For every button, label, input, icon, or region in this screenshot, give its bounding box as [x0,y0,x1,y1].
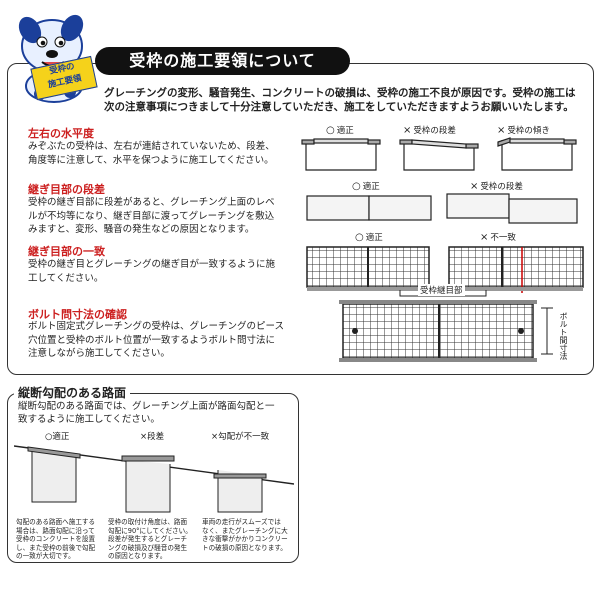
section-line: 受枠の継ぎ目部に段差があると、グレーチング上面のレベ [28,197,275,208]
section-body-joint-match: 受枠の継ぎ目とグレーチングの継ぎ目が一致するように施 工してください。 [28,258,318,285]
label-slope-mismatch: ×勾配が不一致 [211,432,270,442]
section-heading-joint-step: 継ぎ目部の段差 [28,183,105,196]
label-joint-ok: ○適正 [352,181,380,192]
slope-mismatch [213,470,267,513]
label-level-tilt: ×受枠の傾き [497,125,550,136]
channel-section-ok [301,138,381,171]
caption-slope-mismatch: 車両の走行がスムーズではなく、またグレーチングに大きな衝撃がかかりコンクリートの… [202,518,288,552]
label-joint-step: ×受枠の段差 [470,181,523,192]
section-heading-bolt-pitch: ボルト問寸法の確認 [28,308,127,321]
bottom-text: 縦断勾配のある路面では、グレーチング上面が路面勾配と一 致するように施工してくだ… [18,400,290,426]
intro-text: グレーチングの変形、騒音発生、コンクリートの破損は、受枠の施工不良が原因です。受… [104,86,584,114]
section-line: 受枠の継ぎ目とグレーチングの継ぎ目が一致するように施 [28,259,276,270]
section-line: 角度等に注意して、水平を保つように施工してください。 [28,154,274,166]
label-match-ng: ×不一致 [480,232,516,243]
label-level-ok: ○適正 [326,125,354,136]
section-line: ルが不均等になり、継ぎ目部に渡ってグレーチングを敷込 [28,210,275,222]
section-line: みぞぶたの受枠は、左右が連結されていないため、段差、 [28,141,275,152]
section-body-joint-step: 受枠の継ぎ目部に段差があると、グレーチング上面のレベ ルが不均等になり、継ぎ目部… [28,196,318,237]
side-view-step [446,193,578,224]
side-view-ok [306,195,432,221]
label-bolt-pitch: ボルト間寸法 [559,312,568,360]
slope-step [121,455,175,513]
section-heading-joint-match: 継ぎ目部の一致 [28,245,105,258]
section-line: みますと、変形、騒音の発生などの原因となります。 [28,224,255,235]
intro-line: グレーチングの変形、騒音発生、コンクリートの破損は、受枠の施工不良が原因です。受… [104,87,576,99]
caption-slope-step: 受枠の取付け角度は、路面勾配に90°にしてください。段差が発生するとグレーチング… [108,518,192,561]
label-match-ok: ○適正 [355,232,383,243]
grating-match-ok [306,246,430,291]
section-line: 穴位置と受枠のボルト位置が一致するようボルト問寸法に [28,334,276,346]
bottom-text-line: 縦断勾配のある路面では、グレーチング上面が路面勾配と一 [18,401,275,412]
bottom-title: 縦断勾配のある路面 [14,384,131,401]
bolt-pitch-diagram [339,300,553,362]
label-seam: 受枠継目部 [418,284,465,296]
joint-match-diagrams [306,246,584,293]
page-title: 受枠の施工要領について [95,47,350,75]
grating-match-ng [448,246,584,293]
channel-section-tilt [497,137,577,171]
seam-bracket [399,290,487,297]
section-heading-level: 左右の水平度 [28,127,94,140]
joint-step-diagrams [306,193,578,224]
section-line: 注意しながら施工してください。 [28,348,170,359]
section-line: 工してください。 [28,272,104,284]
caption-slope-ok: 勾配のある路面へ施工する場合は、路面勾配に沿って受枠のコンクリートを設置し、また… [16,518,96,561]
section-line: ボルト固定式グレーチングの受枠は、グレーチングのピース [28,321,285,332]
level-diagrams [301,137,577,171]
intro-line: 次の注意事項につきまして十分注意していただき、施工をしていただきますようお願いい… [104,101,574,113]
label-slope-ok: ○適正 [45,432,70,442]
section-body-bolt-pitch: ボルト固定式グレーチングの受枠は、グレーチングのピース 穴位置と受枠のボルト位置… [28,320,318,361]
section-body-level: みぞぶたの受枠は、左右が連結されていないため、段差、 角度等に注意して、水平を保… [28,140,318,167]
slope-diagrams [14,445,294,513]
label-level-step: ×受枠の段差 [403,125,456,136]
label-slope-step: ×段差 [140,432,165,442]
slope-ok [27,446,81,503]
bottom-text-line: 致するように施工してください。 [18,414,160,425]
channel-section-step [399,139,479,171]
